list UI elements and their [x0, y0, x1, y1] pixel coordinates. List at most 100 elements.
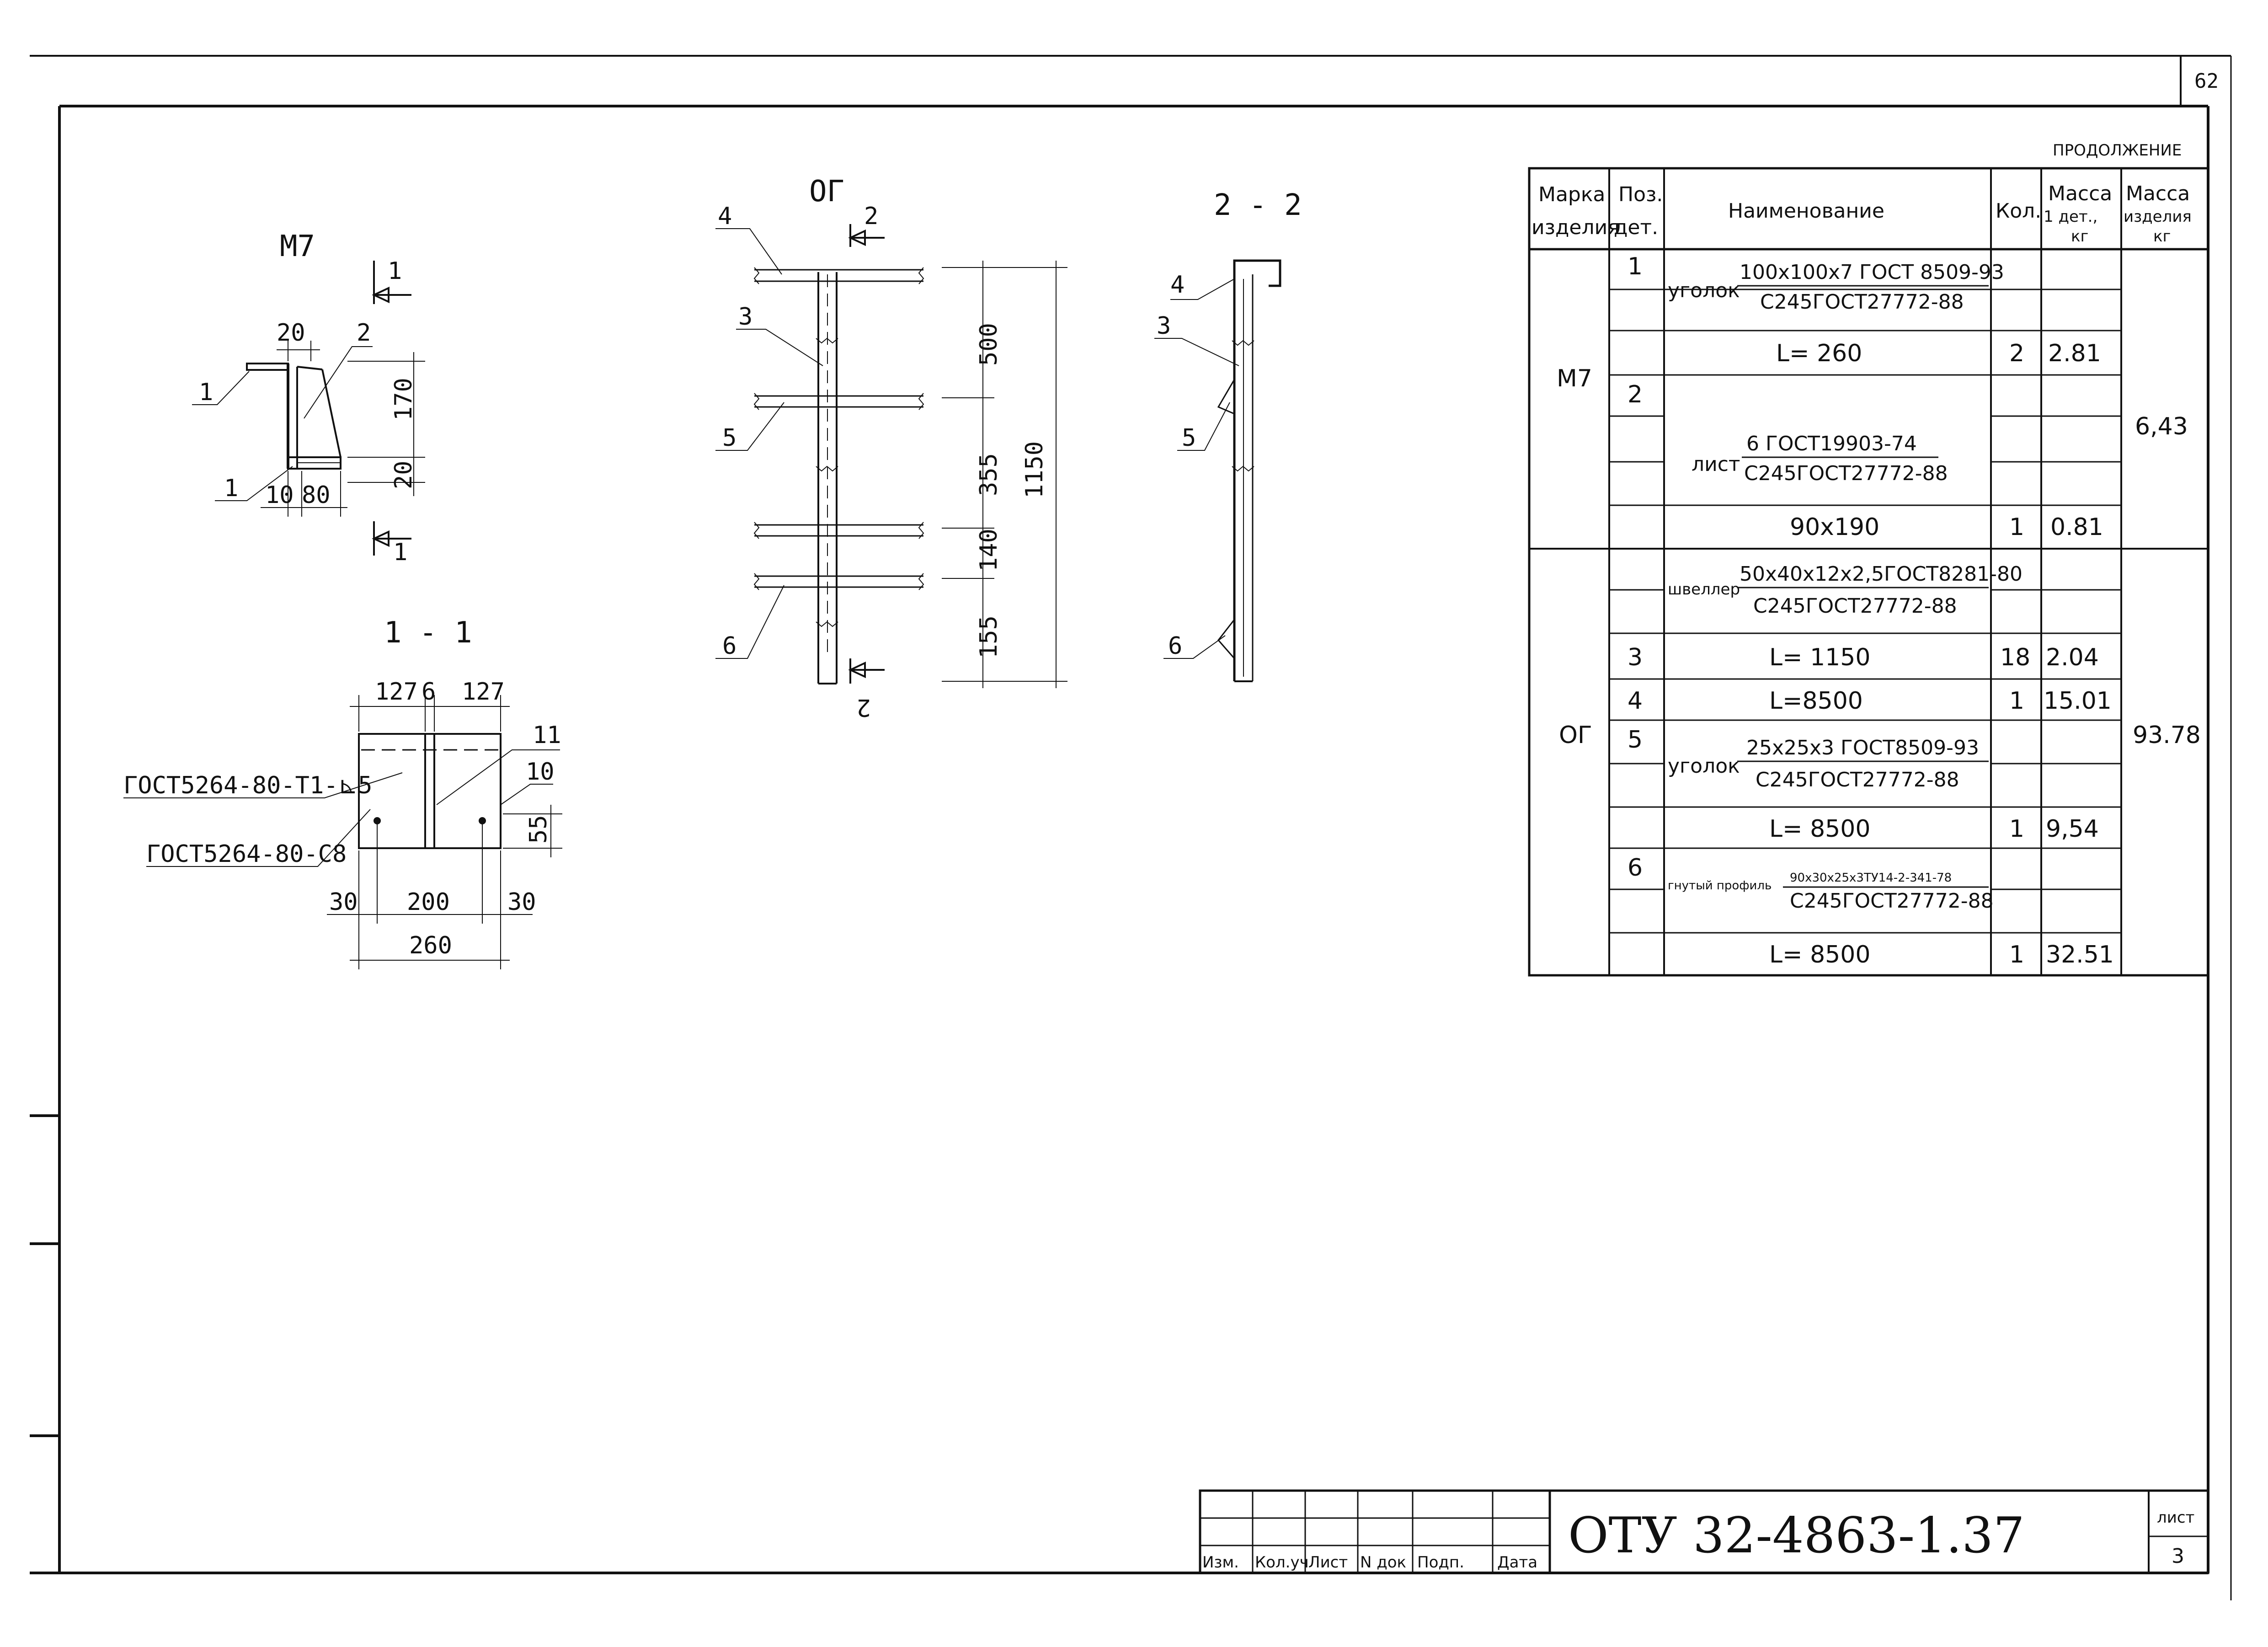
row-mass: 0.81	[2050, 513, 2103, 541]
section-mark: 1	[393, 539, 407, 566]
table-row: М7 6,43 1 уголок 100х100х7 ГОСТ 8509-93 …	[1557, 253, 2188, 541]
dim-text: 140	[975, 529, 1003, 572]
row-qty: 1	[2009, 815, 2024, 843]
weld-label: ГОСТ5264-80-Т1-⊾5	[123, 772, 372, 799]
title-block: Изм. Кол.уч Лист N док Подп. Дата ОТУ 32…	[1199, 1489, 2209, 1574]
header-pos: Поз.	[1618, 183, 1663, 206]
dim-text: 500	[975, 323, 1003, 366]
view-m7: М7 1 1 20 170 20 10 80	[192, 230, 425, 566]
view-og: ОГ 2 2	[715, 175, 1067, 721]
view-title: ОГ	[809, 175, 844, 209]
row-prefix: уголок	[1668, 754, 1740, 778]
position-label: 11	[533, 722, 561, 749]
row-name: 100х100х7 ГОСТ 8509-93	[1740, 261, 2004, 284]
dim-text: 355	[975, 453, 1003, 496]
position-label: 1	[224, 475, 238, 502]
sheet-number: 3	[2172, 1545, 2184, 1568]
view-title: 1 - 1	[384, 616, 472, 650]
row-qty: 1	[2009, 941, 2024, 968]
dim-text: 10	[265, 481, 294, 509]
position-label: 3	[738, 303, 752, 331]
row-mass-total: 93.78	[2133, 722, 2201, 749]
row-name: 6 ГОСТ19903-74	[1746, 432, 1917, 455]
section-mark: 1	[388, 257, 402, 285]
position-label: 5	[722, 424, 736, 452]
continuation-label: ПРОДОЛЖЕНИЕ	[2053, 141, 2182, 160]
weld-label: ГОСТ5264-80-С8	[146, 840, 347, 868]
header-mass1: 1 дет.,	[2044, 208, 2097, 226]
position-label: 4	[1170, 271, 1185, 299]
sheet-frame	[30, 55, 2232, 1600]
header-mass-total: изделия	[2124, 208, 2192, 226]
dim-text: 20	[390, 460, 417, 489]
row-name: 90х30х25х3ТУ14-2-341-78	[1790, 871, 1952, 885]
row-size: L= 8500	[1769, 941, 1870, 968]
row-mass: 15.01	[2044, 687, 2112, 715]
row-prefix: уголок	[1668, 279, 1740, 302]
header-qty: Кол.	[1996, 199, 2041, 223]
row-qty: 18	[2000, 644, 2030, 671]
header-mass1: кг	[2071, 227, 2088, 246]
dim-text: 127	[462, 678, 505, 706]
view-title: 2 - 2	[1214, 188, 1302, 222]
position-label: 6	[1168, 632, 1182, 660]
spec-table	[1528, 167, 2209, 977]
position-label: 1	[199, 379, 213, 406]
dim-text: 260	[409, 932, 452, 959]
title-block-col: Изм.	[1202, 1553, 1239, 1572]
dim-text: 1150	[1021, 441, 1048, 498]
row-name: 25х25х3 ГОСТ8509-93	[1746, 736, 1979, 759]
dim-text: 6	[422, 678, 436, 706]
row-size: L= 8500	[1769, 815, 1870, 843]
spec-table-header: Марка изделия Поз. дет. Наименование Кол…	[1532, 182, 2192, 246]
dim-text: 55	[525, 815, 552, 844]
row-prefix: лист	[1692, 453, 1740, 476]
header-mass1: Масса	[2048, 182, 2112, 205]
row-pos: 3	[1628, 644, 1643, 671]
dim-text: 80	[302, 481, 331, 509]
row-pos: 5	[1628, 726, 1643, 754]
section-mark: 2	[857, 694, 871, 721]
dim-text: 30	[507, 888, 536, 916]
row-qty: 1	[2009, 687, 2024, 715]
title-block-col: Лист	[1308, 1553, 1348, 1572]
row-size: L= 260	[1776, 340, 1862, 367]
dim-text: 170	[390, 378, 417, 421]
header-name: Наименование	[1728, 199, 1884, 223]
position-label: 5	[1182, 424, 1196, 452]
title-block-col: Кол.уч	[1255, 1553, 1309, 1572]
title-block-col: Подп.	[1417, 1553, 1464, 1572]
position-label: 2	[357, 319, 371, 347]
dim-text: 155	[975, 615, 1003, 658]
row-qty: 1	[2009, 513, 2024, 541]
title-block-col: Дата	[1497, 1553, 1537, 1572]
header-mass-total: кг	[2153, 227, 2171, 246]
section-mark: 2	[864, 203, 878, 230]
dim-text: 30	[329, 888, 358, 916]
row-name: С245ГОСТ27772-88	[1790, 889, 1994, 913]
row-prefix: швеллер	[1668, 580, 1740, 599]
row-pos: 2	[1628, 381, 1643, 408]
position-label: 6	[722, 632, 736, 660]
row-mass: 2.81	[2048, 340, 2101, 367]
row-name: С245ГОСТ27772-88	[1744, 462, 1948, 485]
view-section-2-2: 2 - 2 4 3 5 6	[1154, 188, 1302, 682]
view-title: М7	[280, 230, 315, 263]
position-label: 4	[718, 203, 732, 230]
row-mass: 9,54	[2046, 815, 2099, 843]
page-number: 62	[2194, 70, 2219, 93]
row-mass: 2.04	[2046, 644, 2099, 671]
row-pos: 1	[1628, 253, 1643, 280]
row-name: 50х40х12х2,5ГОСТ8281-80	[1740, 562, 2023, 586]
row-mark: М7	[1557, 365, 1592, 392]
row-pos: 6	[1628, 854, 1643, 882]
dim-text: 200	[407, 888, 450, 916]
header-mark: Марка	[1538, 183, 1605, 206]
header-mass-total: Масса	[2126, 182, 2190, 205]
header-pos: дет.	[1614, 216, 1658, 239]
row-size: 90х190	[1790, 513, 1879, 541]
row-qty: 2	[2009, 340, 2024, 367]
dim-text: 20	[277, 319, 305, 347]
row-name: С245ГОСТ27772-88	[1753, 594, 1957, 618]
document-code: ОТУ 32-4863-1.37	[1568, 1507, 2025, 1564]
